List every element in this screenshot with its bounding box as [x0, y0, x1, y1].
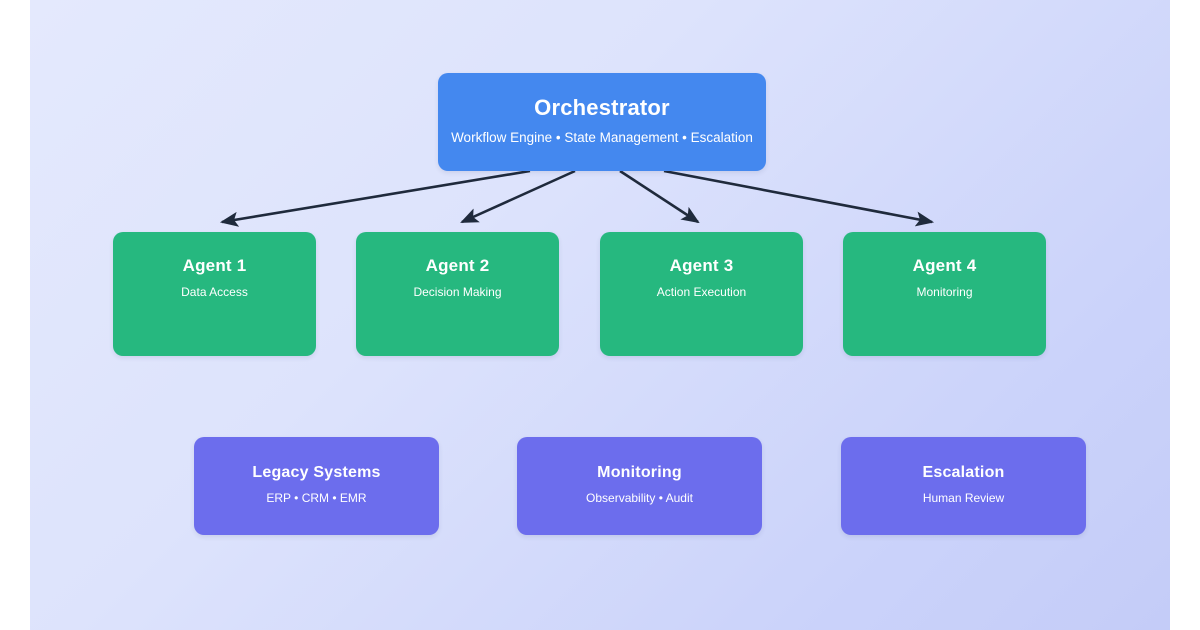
node-agent-2[interactable]: Agent 2 Decision Making	[356, 232, 559, 356]
node-agent-3-subtitle: Action Execution	[656, 285, 747, 299]
diagram-canvas: Orchestrator Workflow Engine • State Man…	[30, 0, 1170, 630]
node-legacy-systems-subtitle: ERP • CRM • EMR	[266, 491, 367, 505]
node-orchestrator-title: Orchestrator	[534, 95, 670, 120]
node-escalation[interactable]: Escalation Human Review	[841, 437, 1086, 535]
node-agent-4-subtitle: Monitoring	[916, 285, 973, 299]
node-agent-1-title: Agent 1	[182, 256, 247, 275]
node-legacy-systems-title: Legacy Systems	[252, 464, 381, 481]
connector-orchestrator-to-agent-2	[460, 169, 576, 224]
node-monitoring-subtitle: Observability • Audit	[586, 491, 693, 505]
node-escalation-title: Escalation	[922, 464, 1005, 481]
connector-orchestrator-to-agent-3	[619, 169, 700, 224]
node-escalation-subtitle: Human Review	[922, 491, 1005, 505]
connector-orchestrator-to-agent-1	[219, 169, 531, 227]
node-orchestrator-subtitle: Workflow Engine • State Management • Esc…	[451, 130, 753, 145]
node-orchestrator[interactable]: Orchestrator Workflow Engine • State Man…	[438, 73, 766, 171]
node-agent-4-title: Agent 4	[912, 256, 977, 275]
node-agent-2-subtitle: Decision Making	[413, 285, 502, 299]
node-agent-2-title: Agent 2	[425, 256, 490, 275]
node-agent-4[interactable]: Agent 4 Monitoring	[843, 232, 1046, 356]
node-monitoring-title: Monitoring	[597, 464, 682, 481]
node-agent-3[interactable]: Agent 3 Action Execution	[600, 232, 803, 356]
node-monitoring[interactable]: Monitoring Observability • Audit	[517, 437, 762, 535]
node-agent-1[interactable]: Agent 1 Data Access	[113, 232, 316, 356]
node-agent-3-title: Agent 3	[669, 256, 734, 275]
node-legacy-systems[interactable]: Legacy Systems ERP • CRM • EMR	[194, 437, 439, 535]
connector-orchestrator-to-agent-4	[663, 169, 935, 227]
node-agent-1-subtitle: Data Access	[181, 285, 248, 299]
